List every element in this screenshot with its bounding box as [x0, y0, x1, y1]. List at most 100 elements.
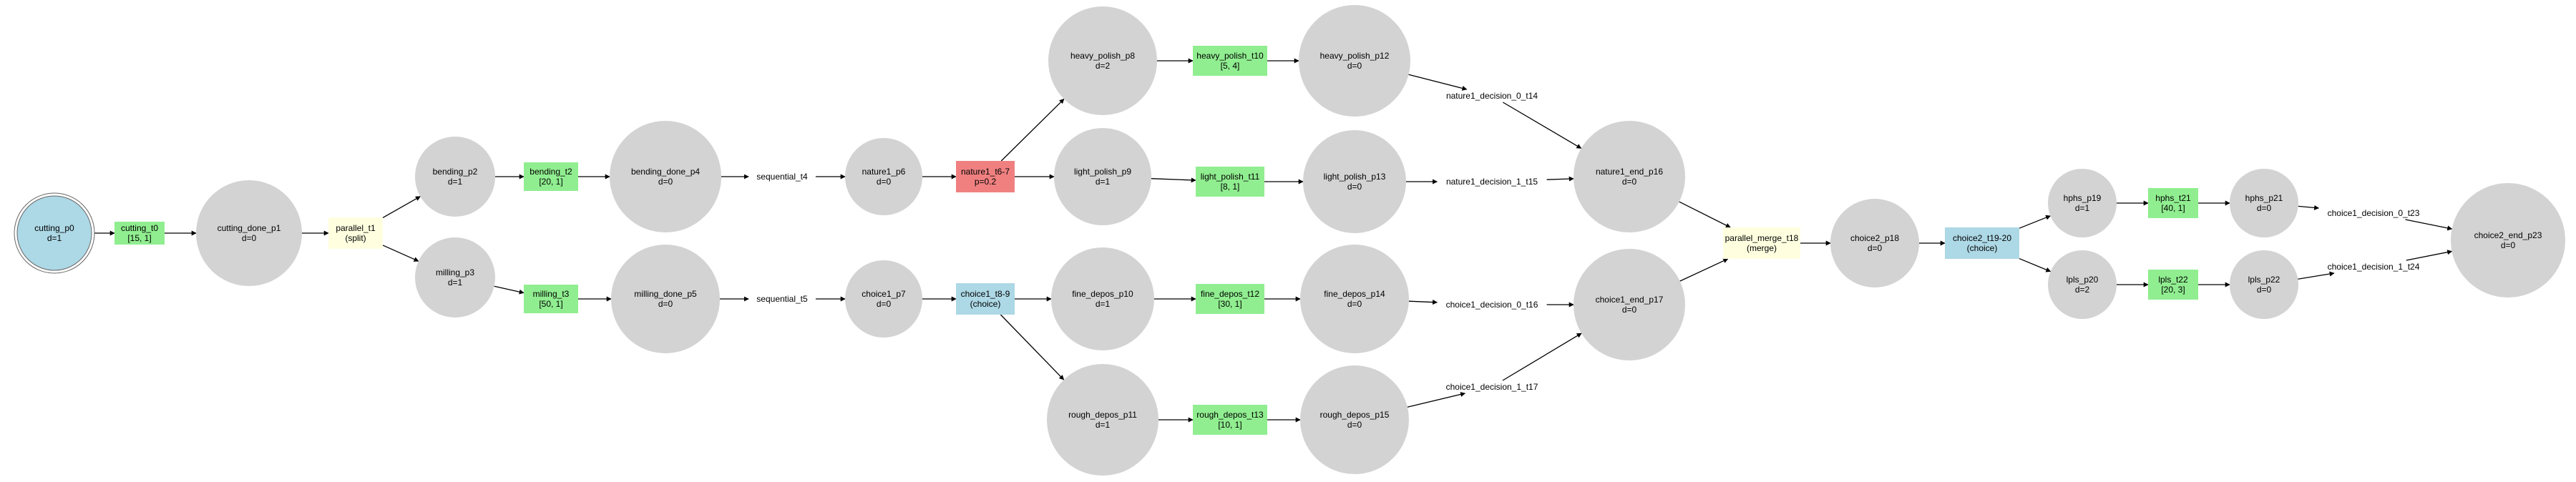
node-detail-label: (merge): [1747, 243, 1777, 253]
node-bending-done-p4[interactable]: bending_done_p4d=0: [610, 121, 721, 232]
node-milling-p3[interactable]: milling_p3d=1: [415, 237, 495, 318]
node-sequential-t5[interactable]: sequential_t5: [756, 294, 808, 304]
node-choice1-decision-0-t16[interactable]: choice1_decision_0_t16: [1446, 300, 1538, 310]
nodes-layer: cutting_p0d=1 cutting_t0[15, 1] cutting_do…: [14, 5, 2565, 476]
node-detail-label: d=2: [2075, 285, 2090, 295]
node-detail-label: (split): [345, 233, 366, 243]
node-detail-label: d=0: [1347, 61, 1362, 71]
node-parallel-merge-t18[interactable]: parallel_merge_t18(merge): [1723, 227, 1800, 259]
transition-box: [524, 162, 578, 191]
node-hphs-t21[interactable]: hphs_t21[40, 1]: [2148, 188, 2198, 218]
node-nature1-decision-0-t14[interactable]: nature1_decision_0_t14: [1446, 91, 1538, 101]
node-name-label: fine_depos_p10: [1072, 289, 1133, 299]
node-nature1-decision-1-t15[interactable]: nature1_decision_1_t15: [1446, 177, 1538, 187]
node-choice1-p7[interactable]: choice1_p7d=0: [845, 260, 922, 338]
node-name-label: bending_done_p4: [631, 167, 700, 177]
transition-box: [2148, 270, 2198, 300]
node-bending-p2[interactable]: bending_p2d=1: [415, 137, 495, 217]
node-name-label: nature1_p6: [862, 167, 906, 177]
node-fine-depos-t12[interactable]: fine_depos_t12[30, 1]: [1196, 284, 1264, 314]
node-nature1-t6-7[interactable]: nature1_t6-7p=0.2: [956, 161, 1015, 192]
place-circle: [1300, 365, 1409, 474]
node-name-label: choice1_decision_1_t24: [2328, 262, 2420, 272]
node-name-label: lpls_p20: [2067, 275, 2099, 285]
node-name-label: rough_depos_t13: [1196, 410, 1264, 420]
node-milling-t3[interactable]: milling_t3[50, 1]: [524, 285, 578, 313]
node-name-label: rough_depos_p11: [1068, 410, 1137, 420]
node-choice2-t19-20[interactable]: choice2_t19-20(choice): [1945, 227, 2019, 259]
node-sequential-t4[interactable]: sequential_t4: [756, 172, 808, 182]
node-name-label: fine_depos_p14: [1324, 289, 1385, 299]
place-circle: [845, 260, 922, 338]
node-choice1-decision-0-t23[interactable]: choice1_decision_0_t23: [2328, 208, 2420, 218]
edge-choice2-t19-20-to-lpls-p20: [2019, 257, 2051, 272]
node-heavy-polish-p8[interactable]: heavy_polish_p8d=2: [1048, 6, 1157, 115]
node-name-label: sequential_t5: [756, 294, 808, 304]
edge-choice1-decision-1-t17-to-choice1-end-p17: [1502, 333, 1582, 381]
node-cutting-t0[interactable]: cutting_t0[15, 1]: [114, 222, 165, 245]
node-nature1-p6[interactable]: nature1_p6d=0: [845, 138, 922, 215]
node-detail-label: d=0: [1347, 182, 1362, 192]
node-choice1-decision-1-t17[interactable]: choice1_decision_1_t17: [1446, 382, 1538, 392]
node-cutting-p0[interactable]: cutting_p0d=1: [14, 192, 95, 274]
node-milling-done-p5[interactable]: milling_done_p5d=0: [611, 245, 720, 353]
node-choice1-decision-1-t24[interactable]: choice1_decision_1_t24: [2328, 262, 2420, 272]
node-detail-label: d=0: [877, 299, 892, 309]
node-lpls-t22[interactable]: lpls_t22[20, 3]: [2148, 270, 2198, 300]
node-name-label: choice1_end_p17: [1596, 295, 1664, 305]
node-name-label: parallel_t1: [336, 223, 376, 233]
node-detail-label: d=0: [658, 177, 673, 187]
place-circle: [1047, 364, 1158, 476]
node-name-label: nature1_decision_1_t15: [1446, 177, 1538, 187]
node-name-label: hphs_p21: [2245, 193, 2283, 203]
node-choice1-t8-9[interactable]: choice1_t8-9(choice): [956, 283, 1015, 315]
place-circle: [1574, 121, 1685, 232]
node-name-label: choice1_decision_0_t16: [1446, 300, 1538, 310]
node-detail-label: d=0: [242, 233, 257, 243]
node-bending-t2[interactable]: bending_t2[20, 1]: [524, 162, 578, 191]
node-detail-label: d=0: [658, 299, 673, 309]
node-detail-label: d=1: [47, 233, 62, 243]
edge-choice2-t19-20-to-hphs-p19: [2019, 215, 2051, 229]
edge-parallel-t1-to-milling-p3: [382, 245, 419, 262]
node-heavy-polish-t10[interactable]: heavy_polish_t10[5, 4]: [1193, 46, 1267, 76]
node-rough-depos-t13[interactable]: rough_depos_t13[10, 1]: [1193, 405, 1267, 435]
node-detail-label: d=0: [1622, 305, 1637, 315]
node-detail-label: d=0: [877, 177, 892, 187]
node-name-label: choice1_decision_0_t23: [2328, 208, 2420, 218]
node-name-label: parallel_merge_t18: [1725, 233, 1799, 243]
node-parallel-t1[interactable]: parallel_t1(split): [328, 217, 383, 249]
edge-heavy-polish-p12-to-nature1-decision-0-t14: [1408, 74, 1468, 91]
node-light-polish-p9[interactable]: light_polish_p9d=1: [1054, 128, 1151, 225]
node-name-label: heavy_polish_p12: [1320, 51, 1390, 61]
transition-box: [956, 161, 1015, 192]
node-name-label: fine_depos_t12: [1201, 289, 1259, 299]
transition-box: [956, 283, 1015, 315]
node-detail-label: d=1: [1096, 299, 1111, 309]
node-light-polish-t11[interactable]: light_polish_t11[8, 1]: [1196, 167, 1264, 197]
node-detail-label: d=1: [1096, 177, 1111, 187]
node-name-label: sequential_t4: [756, 172, 808, 182]
place-circle: [1299, 5, 1410, 117]
node-name-label: hphs_t21: [2155, 193, 2191, 203]
transition-box: [2148, 188, 2198, 218]
node-cutting-done-p1[interactable]: cutting_done_p1d=0: [196, 180, 302, 286]
node-detail-label: d=1: [448, 177, 463, 187]
place-circle: [845, 138, 922, 215]
node-detail-label: d=0: [1347, 299, 1362, 309]
node-detail-label: d=1: [2075, 203, 2090, 213]
